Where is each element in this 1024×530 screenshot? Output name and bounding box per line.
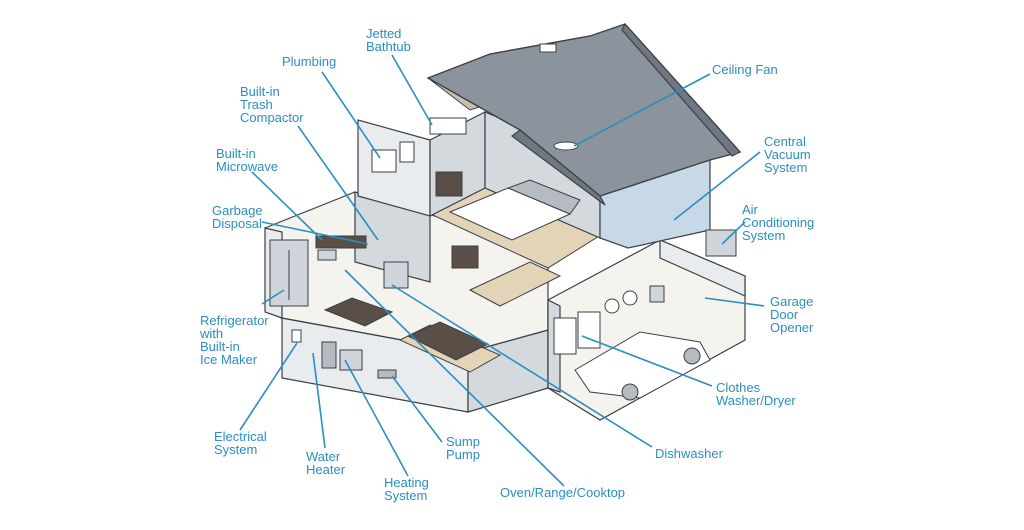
label-plumbing: Plumbing	[282, 54, 337, 69]
water-heater-tank	[321, 341, 337, 369]
leader-lines	[239, 54, 765, 487]
upper-floor	[357, 111, 737, 269]
leader-central-vacuum	[673, 151, 761, 221]
leader-trash-compactor	[297, 125, 379, 241]
upper-cabinets	[315, 235, 367, 249]
leader-heating	[344, 359, 409, 477]
car-wheel-rear	[683, 347, 701, 365]
toilet	[399, 141, 415, 163]
label-electrical: Electrical System	[214, 429, 267, 457]
leader-garage-door	[704, 297, 765, 307]
television	[451, 245, 479, 269]
roof-edge	[510, 129, 606, 206]
garage	[547, 239, 746, 421]
microwave	[317, 249, 337, 261]
sump-pump-pit	[377, 369, 397, 379]
label-dishwasher: Dishwasher	[655, 446, 723, 461]
bicycle-wheel-2	[622, 290, 638, 306]
garage-back-wall	[659, 239, 746, 297]
leader-plumbing	[321, 71, 381, 159]
leader-microwave	[251, 171, 323, 241]
label-heating: Heating System	[384, 475, 429, 503]
roof-vent	[539, 43, 557, 53]
leader-sump-pump	[391, 375, 443, 443]
leader-water-heater	[312, 352, 326, 449]
label-sump-pump: Sump Pump	[446, 434, 480, 462]
bathroom-vanity	[371, 149, 397, 173]
bicycle-wheel-1	[604, 298, 620, 314]
leader-washer-dryer	[581, 335, 713, 387]
label-oven: Oven/Range/Cooktop	[500, 485, 626, 500]
heating-unit	[339, 349, 363, 371]
bed-headboard	[506, 179, 581, 215]
label-air-conditioning: Air Conditioning System	[742, 202, 815, 243]
car	[574, 331, 711, 399]
leader-jetted-bathtub	[391, 54, 433, 126]
leader-oven	[344, 269, 565, 487]
label-water-heater: Water Heater	[306, 449, 346, 477]
label-garbage-disposal: Garbage Disposal	[212, 203, 263, 231]
dishwasher-unit	[383, 261, 409, 289]
leader-refrigerator	[261, 289, 285, 305]
label-central-vacuum: Central Vacuum System	[764, 134, 811, 175]
leader-electrical	[239, 342, 298, 431]
car-wheel-front	[621, 383, 639, 401]
label-jetted-bathtub: Jetted Bathtub	[366, 26, 411, 54]
ceiling-fan	[553, 141, 579, 151]
electrical-panel	[291, 329, 302, 343]
label-microwave: Built-in Microwave	[216, 146, 279, 174]
bathtub	[429, 117, 467, 135]
leader-ceiling-fan	[573, 73, 711, 147]
leader-garbage-disposal	[261, 221, 369, 245]
label-washer-dryer: Clothes Washer/Dryer	[716, 380, 796, 408]
leader-dishwasher	[391, 284, 653, 448]
label-refrigerator: Refrigerator with Built-in Ice Maker	[200, 313, 269, 367]
dresser	[435, 171, 463, 197]
label-trash-compactor: Built-in Trash Compactor	[240, 84, 304, 125]
kitchen-island	[323, 297, 394, 327]
garage-bin	[649, 285, 665, 303]
living-rug	[468, 261, 562, 307]
washer	[553, 317, 577, 355]
leader-air-conditioning	[721, 221, 746, 245]
dryer	[577, 311, 601, 349]
label-ceiling-fan: Ceiling Fan	[712, 62, 778, 77]
label-garage-door: Garage Door Opener	[770, 294, 814, 335]
